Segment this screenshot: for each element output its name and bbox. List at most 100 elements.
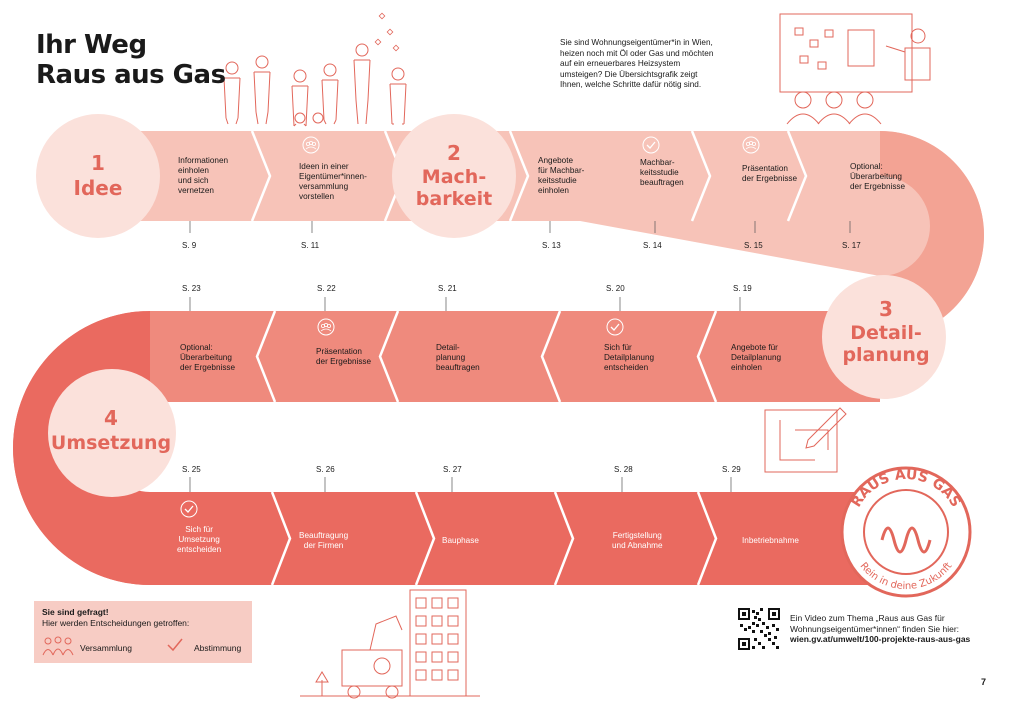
board-icon [779,13,913,93]
row1-chevron [786,130,808,222]
step-text-line: Informationen [178,156,229,165]
qr-module [752,646,755,649]
audience-body-icon [848,113,882,125]
badge-wave [880,526,932,554]
audience-head-icon [794,91,812,109]
person-head-icon [255,55,269,69]
window-icon [415,615,427,627]
step-text-line: Bauphase [442,536,479,545]
page-reference: S. 25 [182,465,201,474]
qr-module [772,624,775,627]
qr-module [752,622,755,625]
step-text-line: vernetzen [178,186,214,195]
page-reference: S. 21 [438,284,457,293]
qr-module [756,612,759,615]
video-text: Ein Video zum Thema „Raus aus Gas für Wo… [790,613,960,634]
qr-module [748,626,751,629]
qr-module [760,630,763,633]
phase-2-circle [392,114,516,238]
step-text-line: Überarbeitung [180,353,232,362]
qr-module [758,618,761,621]
qr-module [772,642,775,645]
step-text-line: Optional: [180,343,213,352]
window-icon [447,651,459,663]
phase-name: Detail- [850,322,922,344]
window-icon [447,669,459,681]
step-text-line: Umsetzung [178,535,220,544]
qr-module [758,642,761,645]
window-icon [431,633,443,645]
step-text-line: Inbetriebnahme [742,536,799,545]
person-body-icon [291,85,309,127]
badge-inner [863,489,949,575]
step-text-line: einholen [731,363,762,372]
legend-abstimmung-label: Abstimmung [194,643,242,653]
sparkle-icon [378,12,386,20]
abstimmung-check-icon [642,136,660,154]
step-text-line: für Machbar- [538,166,585,175]
badge-outer [840,466,972,598]
excavator-arm-icon [369,615,403,651]
qr-module [768,632,771,635]
page-title: Ihr Weg Raus aus Gas [36,30,226,90]
person-head-icon [355,43,369,57]
qr-module [762,646,765,649]
title-line-1: Ihr Weg [36,30,147,60]
window-icon [415,633,427,645]
window-icon [431,615,443,627]
row3-chevron [414,491,436,586]
note-icon [824,29,834,38]
note-icon [817,61,827,70]
audience-body-icon [786,113,820,125]
person-body-icon [223,77,241,125]
tree-icon [315,671,329,696]
step-text-line: Optional: [850,162,883,171]
phase-name: barkeit [415,188,493,210]
phase-number: 3 [879,297,893,321]
video-link[interactable]: wien.gv.at/umwelt/100-projekte-raus-aus-… [790,634,971,644]
qr-module [776,628,779,631]
roadmap-step: Inbetriebnahme [742,536,799,546]
pencil-icon [805,407,847,449]
abstimmung-check-icon [606,318,624,336]
window-icon [447,597,459,609]
phase-2-label: 2 Mach- barkeit [404,140,504,210]
road-row2 [150,311,880,402]
video-hint: Ein Video zum Thema „Raus aus Gas für Wo… [790,613,1000,645]
qr-module [764,634,767,637]
person-head-icon [225,61,239,75]
legend-subtitle: Hier werden Entscheidungen getroffen: [42,618,190,628]
qr-module [760,608,763,611]
qr-code-icon[interactable] [738,608,780,650]
step-text-line: planung [436,353,466,362]
step-text-line: versammlung [299,182,349,191]
board-chart-icon [847,29,875,67]
window-icon [431,651,443,663]
phase-4-circle [48,369,176,497]
page-reference: S. 17 [842,241,861,250]
step-text-line: keitsstudie [538,176,577,185]
qr-module [754,616,757,619]
qr-module [776,646,779,649]
versammlung-icon [317,318,335,336]
row2-chevron [696,310,718,403]
step-text-line: Sich für [185,525,213,534]
qr-module [754,638,757,641]
sparkle-icon [386,28,394,36]
page-reference: S. 27 [443,465,462,474]
versammlung-icon [742,136,760,154]
sparkle-icon [392,44,400,52]
step-text-line: Detailplanung [731,353,782,362]
sparkle-icon [374,38,382,46]
page-reference: S. 9 [182,241,197,250]
step-text-line: keitsstudie [640,168,679,177]
row2-chevron [255,310,277,403]
phase-4-label: 4 Umsetzung [50,405,172,455]
excavator-body-icon [341,649,403,687]
